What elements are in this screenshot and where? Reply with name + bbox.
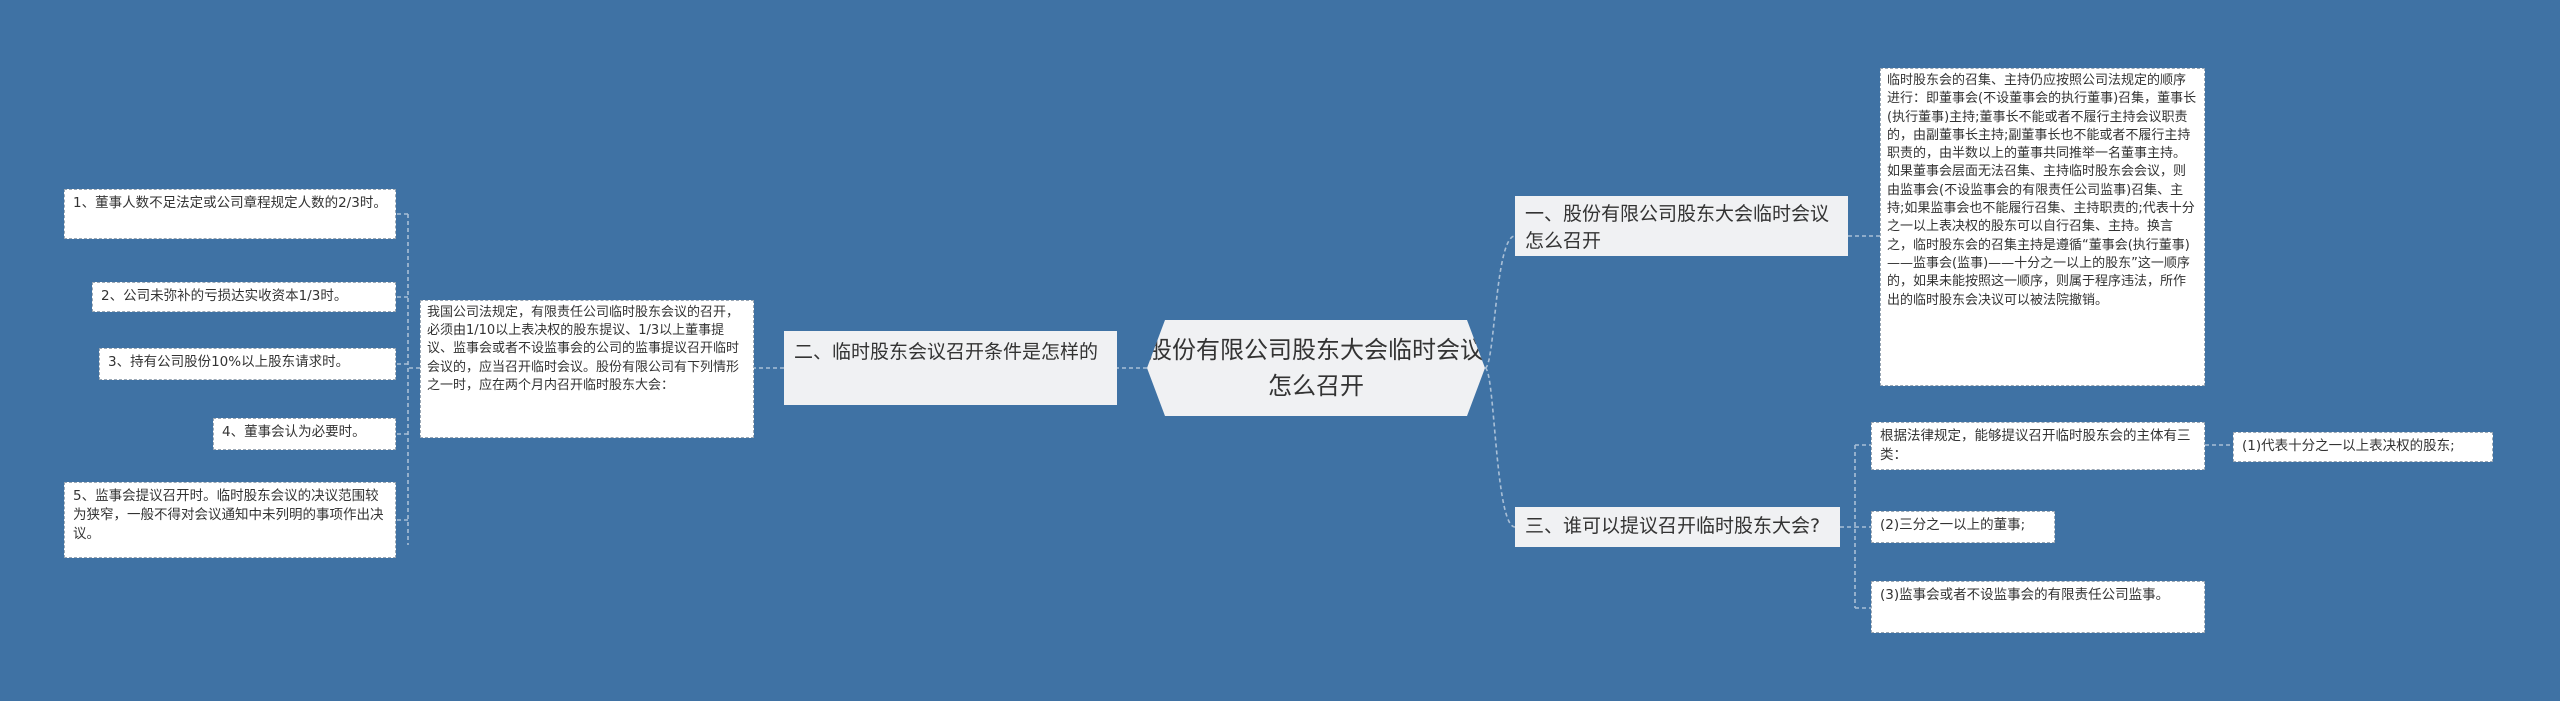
condition-text: 2、公司未弥补的亏损达实收资本1/3时。	[101, 288, 348, 304]
link-root-branch3	[1484, 367, 1516, 528]
branch-title: 二、临时股东会议召开条件是怎样的	[794, 341, 1099, 363]
branch-node-3[interactable]: 三、谁可以提议召开临时股东大会?	[1515, 507, 1840, 547]
root-title: 股份有限公司股东大会临时会议怎么召开	[1148, 336, 1484, 400]
detail-node-branch2[interactable]: 我国公司法规定，有限责任公司临时股东会议的召开，必须由1/10以上表决权的股东提…	[420, 300, 754, 438]
branch-node-1[interactable]: 一、股份有限公司股东大会临时会议怎么召开	[1515, 196, 1848, 256]
proposer-item-1[interactable]: (1)代表十分之一以上表决权的股东;	[2233, 432, 2493, 462]
branch-title: 一、股份有限公司股东大会临时会议怎么召开	[1525, 203, 1830, 252]
root-node[interactable]: 股份有限公司股东大会临时会议怎么召开	[1147, 320, 1485, 416]
condition-text: 1、董事人数不足法定或公司章程规定人数的2/3时。	[73, 195, 387, 211]
condition-item-5[interactable]: 5、监事会提议召开时。临时股东会议的决议范围较为狭窄，一般不得对会议通知中未列明…	[64, 482, 396, 558]
branch-title: 三、谁可以提议召开临时股东大会?	[1525, 515, 1821, 537]
detail-text: 临时股东会的召集、主持仍应按照公司法规定的顺序进行：即董事会(不设董事会的执行董…	[1887, 73, 2197, 308]
condition-item-2[interactable]: 2、公司未弥补的亏损达实收资本1/3时。	[92, 282, 396, 312]
detail-text: 我国公司法规定，有限责任公司临时股东会议的召开，必须由1/10以上表决权的股东提…	[427, 305, 740, 393]
proposer-intro-node[interactable]: 根据法律规定，能够提议召开临时股东会的主体有三类：	[1871, 422, 2205, 470]
proposer-intro-text: 根据法律规定，能够提议召开临时股东会的主体有三类：	[1880, 428, 2191, 463]
link-branch3-children	[1840, 444, 1871, 609]
condition-text: 4、董事会认为必要时。	[222, 424, 366, 440]
proposer-text: (3)监事会或者不设监事会的有限责任公司监事。	[1880, 587, 2170, 603]
detail-node-branch1[interactable]: 临时股东会的召集、主持仍应按照公司法规定的顺序进行：即董事会(不设董事会的执行董…	[1880, 68, 2205, 386]
condition-item-4[interactable]: 4、董事会认为必要时。	[213, 418, 396, 450]
proposer-text: (1)代表十分之一以上表决权的股东;	[2242, 438, 2455, 454]
condition-item-3[interactable]: 3、持有公司股份10%以上股东请求时。	[99, 348, 396, 380]
condition-item-1[interactable]: 1、董事人数不足法定或公司章程规定人数的2/3时。	[64, 189, 396, 239]
proposer-item-2[interactable]: (2)三分之一以上的董事;	[1871, 511, 2055, 543]
branch-node-2[interactable]: 二、临时股东会议召开条件是怎样的	[784, 331, 1117, 405]
condition-text: 3、持有公司股份10%以上股东请求时。	[108, 354, 350, 370]
proposer-text: (2)三分之一以上的董事;	[1880, 517, 2026, 533]
link-root-branch1	[1484, 235, 1516, 369]
condition-text: 5、监事会提议召开时。临时股东会议的决议范围较为狭窄，一般不得对会议通知中未列明…	[73, 488, 384, 542]
link-detail-leaves	[396, 213, 420, 545]
proposer-item-3[interactable]: (3)监事会或者不设监事会的有限责任公司监事。	[1871, 581, 2205, 633]
